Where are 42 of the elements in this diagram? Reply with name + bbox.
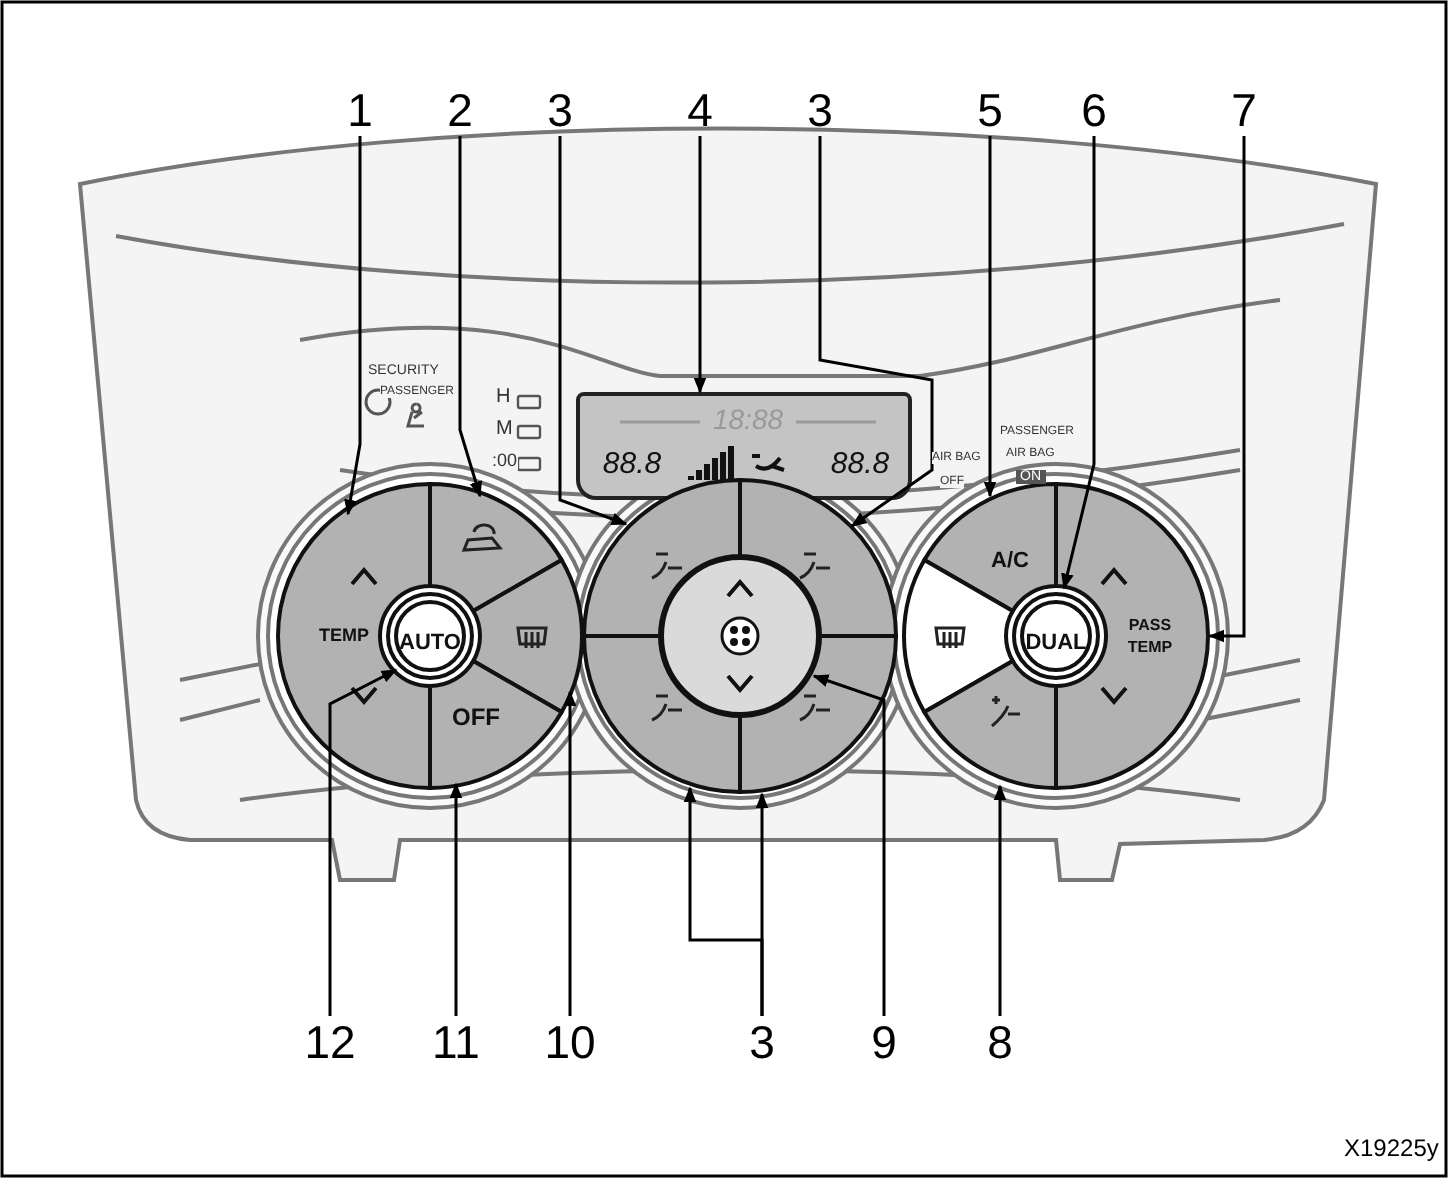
fan-button xyxy=(920,656,1060,792)
indicator-label: M xyxy=(496,418,513,440)
indicator-label: :00 xyxy=(492,450,518,470)
fan-speed-button xyxy=(656,552,824,720)
indicator-label: H xyxy=(496,386,511,408)
leader-line xyxy=(812,674,886,1016)
figure-code: X19225y xyxy=(1344,1134,1439,1162)
leader-line xyxy=(558,136,628,526)
callout-number: 5 xyxy=(960,84,1020,136)
fan-off-button: OFF xyxy=(426,656,566,792)
callout-number: 3 xyxy=(790,84,850,136)
callout-number: 8 xyxy=(970,1016,1030,1068)
auto-button: AUTO xyxy=(382,588,478,684)
callout-number: 2 xyxy=(430,84,490,136)
callout-number: 4 xyxy=(670,84,730,136)
callout-number: 11 xyxy=(426,1016,486,1068)
leader-line xyxy=(993,784,1007,1016)
leader-line xyxy=(818,136,934,528)
leader-line xyxy=(755,792,769,1016)
airflow-mode-button xyxy=(580,632,744,796)
callout-number: 3 xyxy=(530,84,590,136)
temperature-readout: 88.8 xyxy=(602,453,662,475)
leader-line xyxy=(449,782,463,1016)
airflow-mode-button xyxy=(736,476,900,640)
airflow-mode-button xyxy=(736,632,900,796)
leader-line xyxy=(344,136,362,516)
leader-line xyxy=(1061,136,1096,590)
leader-line xyxy=(563,690,577,1016)
leader-line xyxy=(328,668,398,1016)
callout-number: 6 xyxy=(1064,84,1124,136)
callout-number: 10 xyxy=(540,1016,600,1068)
callout-number: 3 xyxy=(732,1016,792,1068)
lcd-display xyxy=(576,392,912,500)
leader-line xyxy=(693,136,707,394)
temperature-readout: 88.8 xyxy=(830,453,890,475)
recirculation-button xyxy=(426,480,566,616)
callout-number: 12 xyxy=(300,1016,360,1068)
callout-number: 7 xyxy=(1214,84,1274,136)
airflow-mode-button xyxy=(580,476,744,640)
callout-number: 1 xyxy=(330,84,390,136)
leader-line xyxy=(1208,136,1246,643)
callout-number: 9 xyxy=(854,1016,914,1068)
